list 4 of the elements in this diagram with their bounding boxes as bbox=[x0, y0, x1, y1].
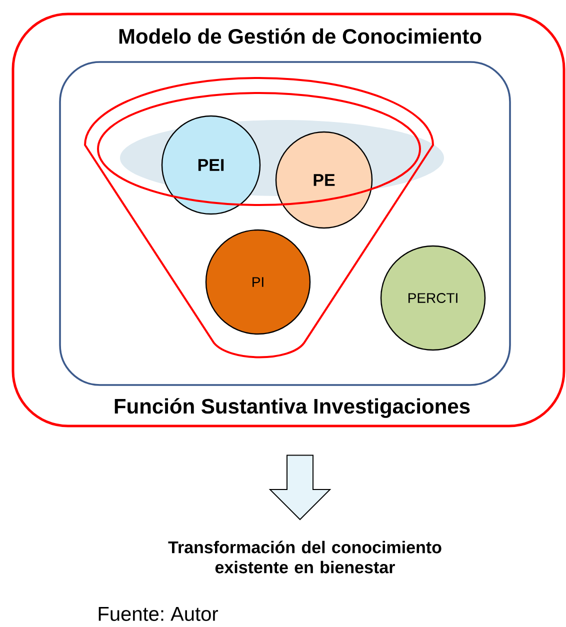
conclusion-text: Transformación del conocimiento existente en bienestar bbox=[168, 540, 442, 574]
block-arrow bbox=[268, 454, 332, 520]
source-note: Fuente: Autor bbox=[98, 607, 218, 621]
rounded-frame bbox=[59, 61, 511, 386]
